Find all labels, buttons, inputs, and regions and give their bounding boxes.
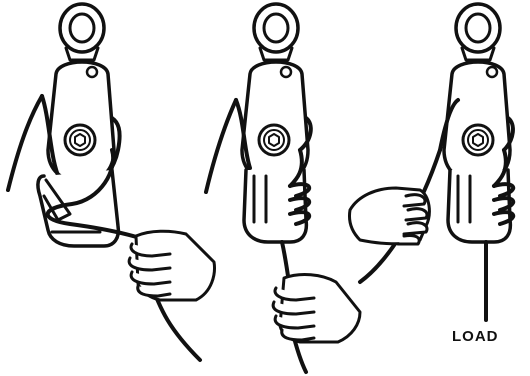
- load-label: LOAD: [452, 328, 499, 345]
- hand-3: [349, 188, 429, 244]
- pulley-side-plate-1: [48, 62, 114, 182]
- rope-tail-2: [206, 100, 236, 192]
- pulley-side-plate-2: [242, 62, 308, 182]
- swivel-eye-2: [254, 4, 298, 60]
- panel-2: [206, 4, 360, 372]
- panel-3: [349, 4, 513, 320]
- hand-1: [129, 231, 214, 300]
- swivel-eye-3: [456, 4, 500, 60]
- panel-1: [8, 4, 214, 360]
- swivel-eye-1: [60, 4, 104, 60]
- rope-tail-1: [8, 96, 42, 190]
- pulley-side-plate-3: [444, 62, 510, 182]
- hand-2: [273, 275, 360, 342]
